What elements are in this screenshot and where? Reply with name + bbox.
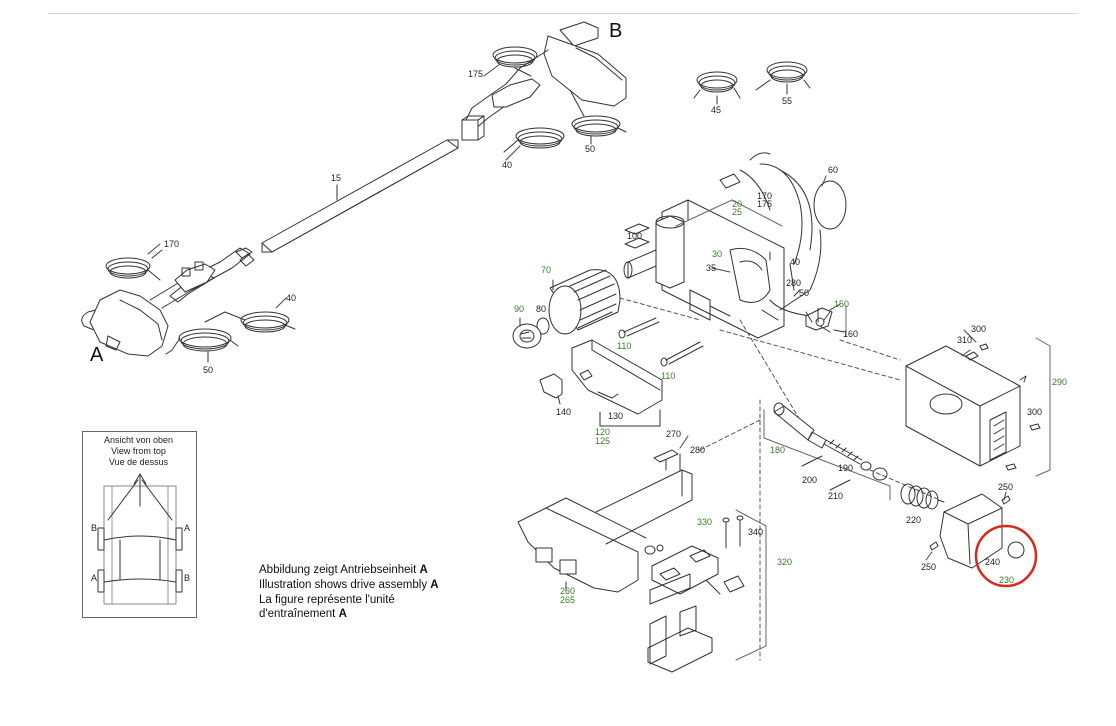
label-340: 340 bbox=[748, 527, 764, 537]
inset-title-fr: Vue de dessus bbox=[108, 457, 169, 467]
label-280-bracket: 280 bbox=[690, 445, 706, 455]
label-150: 150 bbox=[834, 299, 850, 309]
leader-lines bbox=[147, 63, 1007, 561]
bolts-110 bbox=[618, 317, 704, 367]
label-250-a: 250 bbox=[998, 482, 1014, 492]
label-125: 125 bbox=[595, 436, 611, 446]
inset-side-a-bottom: A bbox=[91, 573, 98, 583]
inset-side-b-bottom: B bbox=[184, 573, 191, 583]
label-270: 270 bbox=[666, 429, 682, 439]
label-40-top: 40 bbox=[502, 160, 513, 170]
label-50-top: 50 bbox=[585, 144, 596, 154]
label-230: 230 bbox=[999, 575, 1015, 585]
label-90: 90 bbox=[514, 304, 525, 314]
inset-title-de: Ansicht von oben bbox=[103, 435, 174, 445]
marker-a: A bbox=[90, 344, 104, 366]
label-160: 160 bbox=[843, 329, 859, 339]
label-180: 180 bbox=[770, 445, 786, 455]
inset-side-a-top: A bbox=[184, 523, 191, 533]
label-25: 25 bbox=[732, 207, 743, 217]
label-15: 15 bbox=[331, 173, 342, 183]
fan-150 bbox=[805, 303, 845, 333]
label-265: 265 bbox=[560, 595, 576, 605]
label-40-left: 40 bbox=[286, 293, 297, 303]
label-210: 210 bbox=[828, 491, 844, 501]
motor-assembly bbox=[623, 152, 847, 339]
label-40-motor: 40 bbox=[790, 257, 801, 267]
label-200: 200 bbox=[802, 475, 818, 485]
label-250-b: 250 bbox=[921, 562, 937, 572]
inset-title-en: View from top bbox=[111, 446, 166, 456]
label-240: 240 bbox=[985, 557, 1001, 567]
end-cap-230 bbox=[929, 493, 1025, 569]
label-290: 290 bbox=[1052, 377, 1068, 387]
label-320: 320 bbox=[777, 557, 793, 567]
inset-side-b-top: B bbox=[91, 523, 98, 533]
label-100: 100 bbox=[627, 231, 643, 241]
label-80: 80 bbox=[536, 304, 547, 314]
caption-text-fr: d'entraînement bbox=[259, 608, 339, 620]
label-260: 260 bbox=[560, 586, 576, 596]
label-190: 190 bbox=[838, 463, 854, 473]
label-175-motor: 175 bbox=[757, 199, 773, 209]
label-110-a: 110 bbox=[617, 341, 632, 351]
label-60: 60 bbox=[828, 165, 839, 175]
label-300-b: 300 bbox=[1027, 407, 1043, 417]
caption-text-en: Illustration shows drive assembly bbox=[259, 579, 431, 591]
label-45: 45 bbox=[711, 105, 722, 115]
label-220: 220 bbox=[906, 515, 922, 525]
label-55: 55 bbox=[782, 96, 793, 106]
caption-line-en: Illustration shows drive assembly A bbox=[259, 579, 439, 592]
label-310: 310 bbox=[957, 335, 973, 345]
caption-line-fr-2: d'entraînement A bbox=[259, 608, 347, 621]
caption-text-de: Abbildung zeigt Antriebseinheit bbox=[259, 564, 420, 576]
caption-line-fr-1: La figure représente l'unité bbox=[259, 594, 395, 606]
marker-b: B bbox=[609, 20, 623, 42]
label-50-left: 50 bbox=[203, 365, 214, 375]
worm-gear-220 bbox=[900, 483, 945, 510]
cover-290 bbox=[905, 343, 1041, 471]
inset-frame-sketch bbox=[97, 473, 183, 605]
hitch-bracket-260 bbox=[517, 449, 693, 593]
highlight-circle-240 bbox=[974, 524, 1038, 588]
label-170-left: 170 bbox=[164, 239, 180, 249]
label-20: 20 bbox=[732, 199, 743, 209]
cables-45-55 bbox=[693, 61, 811, 105]
label-130: 130 bbox=[608, 411, 624, 421]
inset-top-view bbox=[82, 431, 197, 618]
top-divider bbox=[48, 13, 1078, 14]
label-140: 140 bbox=[556, 407, 572, 417]
drive-unit-b bbox=[461, 21, 627, 153]
caption-line-de: Abbildung zeigt Antriebseinheit A bbox=[259, 564, 428, 577]
bracket-plate-120 bbox=[539, 339, 663, 427]
drive-shaft-180 bbox=[773, 402, 888, 491]
caption-mark-de: A bbox=[419, 564, 428, 576]
drive-unit-a bbox=[81, 247, 296, 363]
label-70: 70 bbox=[541, 265, 552, 275]
square-tube-15 bbox=[261, 139, 459, 253]
label-120: 120 bbox=[595, 427, 611, 437]
label-300-a: 300 bbox=[971, 324, 987, 334]
roller-70 bbox=[512, 269, 621, 349]
label-330: 330 bbox=[697, 517, 713, 527]
clamp-320 bbox=[644, 515, 745, 673]
label-35: 35 bbox=[706, 263, 717, 273]
label-50-motor: 50 bbox=[799, 288, 810, 298]
label-175-top: 175 bbox=[468, 69, 484, 79]
grouping-lines bbox=[675, 199, 1051, 661]
caption-mark-en: A bbox=[430, 579, 439, 591]
label-170-motor: 170 bbox=[757, 191, 773, 201]
label-110-b: 110 bbox=[661, 371, 676, 381]
label-30: 30 bbox=[712, 249, 723, 259]
label-280-motor: 280 bbox=[786, 278, 802, 288]
assembly-guides bbox=[619, 297, 941, 661]
caption-mark-fr: A bbox=[338, 608, 347, 620]
